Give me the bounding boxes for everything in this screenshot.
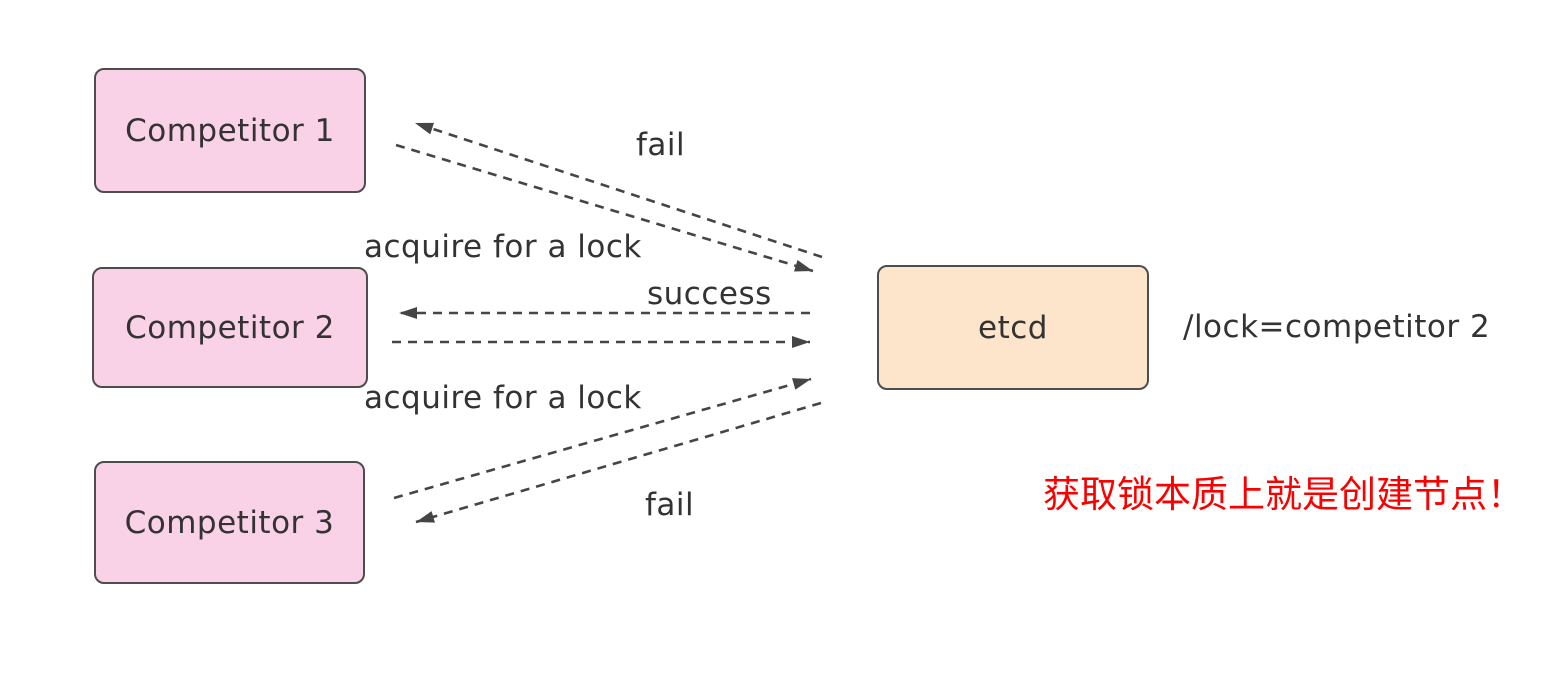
node-competitor-3: Competitor 3 [94,461,365,584]
node-competitor-2: Competitor 2 [92,267,368,388]
node-competitor-2-label: Competitor 2 [125,309,335,346]
edge-label-competitor2-success: success [647,276,772,312]
edge-competitor3-fail-line [415,401,822,524]
edge-label-competitor3-fail: fail [645,487,695,523]
edge-competitor1-request-line [395,143,814,273]
edge-label-competitor3-acquire: acquire for a lock [364,380,642,416]
node-etcd: etcd [877,265,1149,390]
red-note-text: 获取锁本质上就是创建节点！ [1043,473,1524,516]
edge-label-competitor1-fail: fail [636,127,686,163]
edge-competitor1-fail-line [414,121,823,259]
edge-competitor3-request-line [393,377,812,500]
node-competitor-3-label: Competitor 3 [124,504,335,541]
node-competitor-1: Competitor 1 [94,68,366,193]
edge-label-competitor2-acquire: acquire for a lock [364,229,642,265]
lock-key-value-text: /lock=competitor 2 [1183,309,1491,345]
node-etcd-label: etcd [978,309,1048,346]
node-competitor-1-label: Competitor 1 [125,112,335,149]
